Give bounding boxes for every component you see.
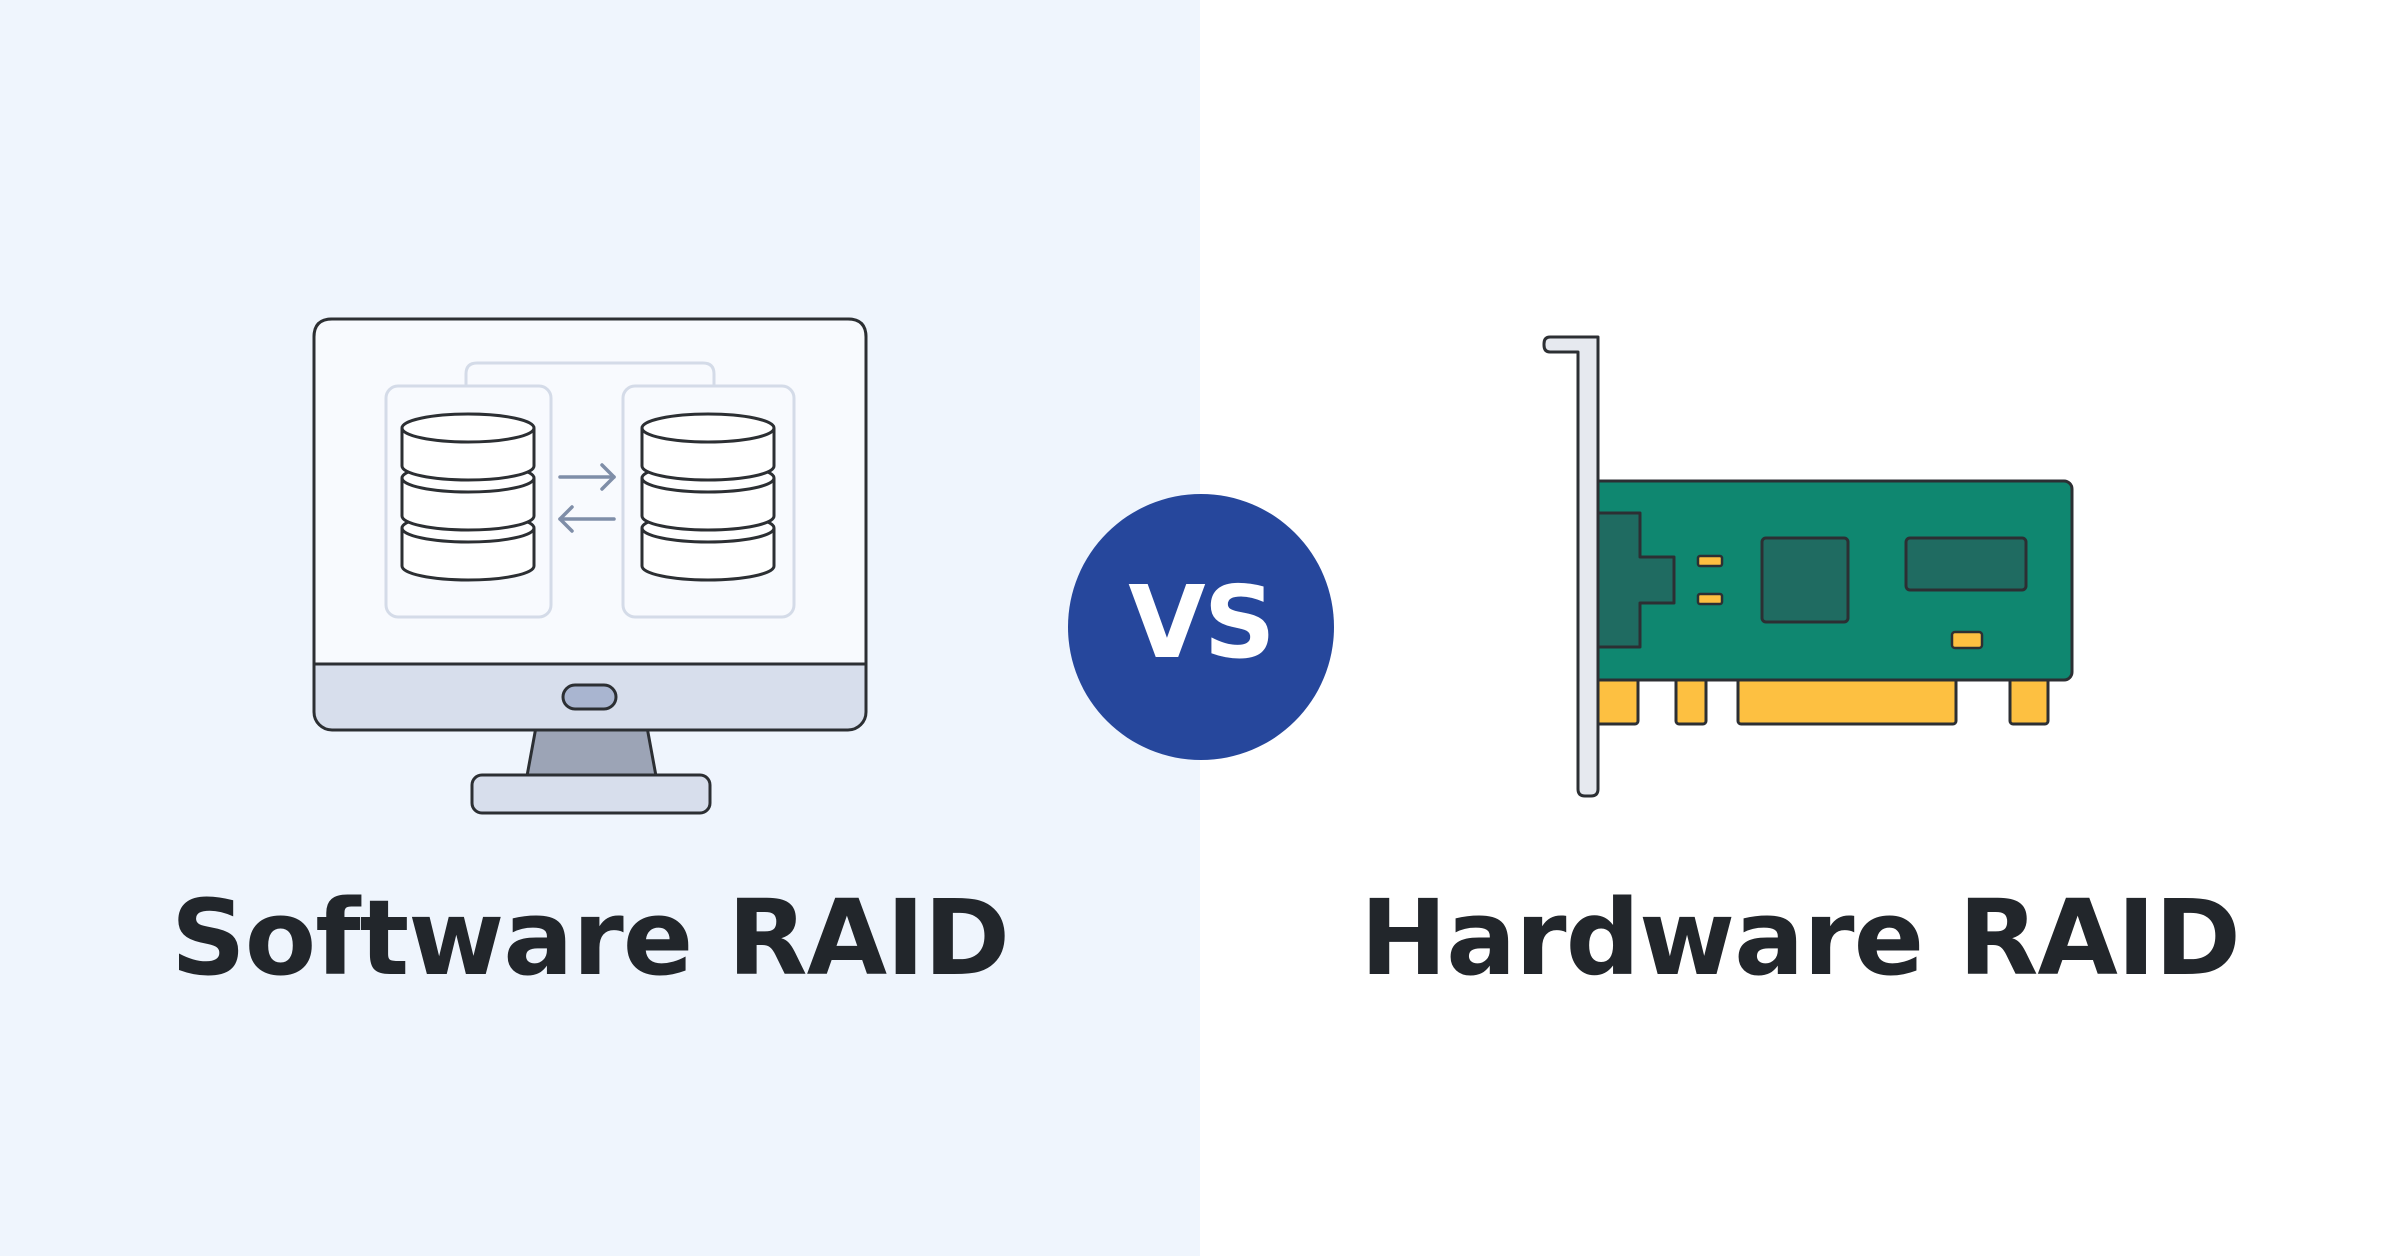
- monitor-with-mirrored-disks-icon: [312, 317, 868, 815]
- card-memory-chip: [1904, 536, 2028, 592]
- vs-label: VS: [1128, 564, 1275, 681]
- raid-controller-card-icon: [1542, 335, 2074, 798]
- sync-arrows-icon: [558, 463, 616, 533]
- disk-group-frame-left: [384, 384, 553, 619]
- disk-stack-right: [640, 412, 776, 582]
- hardware-raid-panel: Hardware RAID: [1200, 0, 2400, 1256]
- software-raid-panel: Software RAID: [0, 0, 1200, 1256]
- disk-group-link: [464, 361, 716, 386]
- card-mounting-bracket: [1542, 335, 1600, 798]
- vs-badge: VS: [1068, 494, 1334, 760]
- disk-group-frame-right: [621, 384, 796, 619]
- card-port-block: [1596, 511, 1676, 649]
- monitor-stand-base: [470, 773, 712, 815]
- card-processor-chip: [1760, 536, 1850, 624]
- card-components: [1696, 554, 1984, 650]
- monitor-stand-neck: [525, 725, 658, 778]
- software-raid-title: Software RAID: [170, 877, 1010, 999]
- monitor-screen: [312, 317, 868, 666]
- monitor-power-button: [561, 683, 618, 711]
- hardware-raid-title: Hardware RAID: [1360, 877, 2241, 999]
- disk-stack-left: [400, 412, 536, 582]
